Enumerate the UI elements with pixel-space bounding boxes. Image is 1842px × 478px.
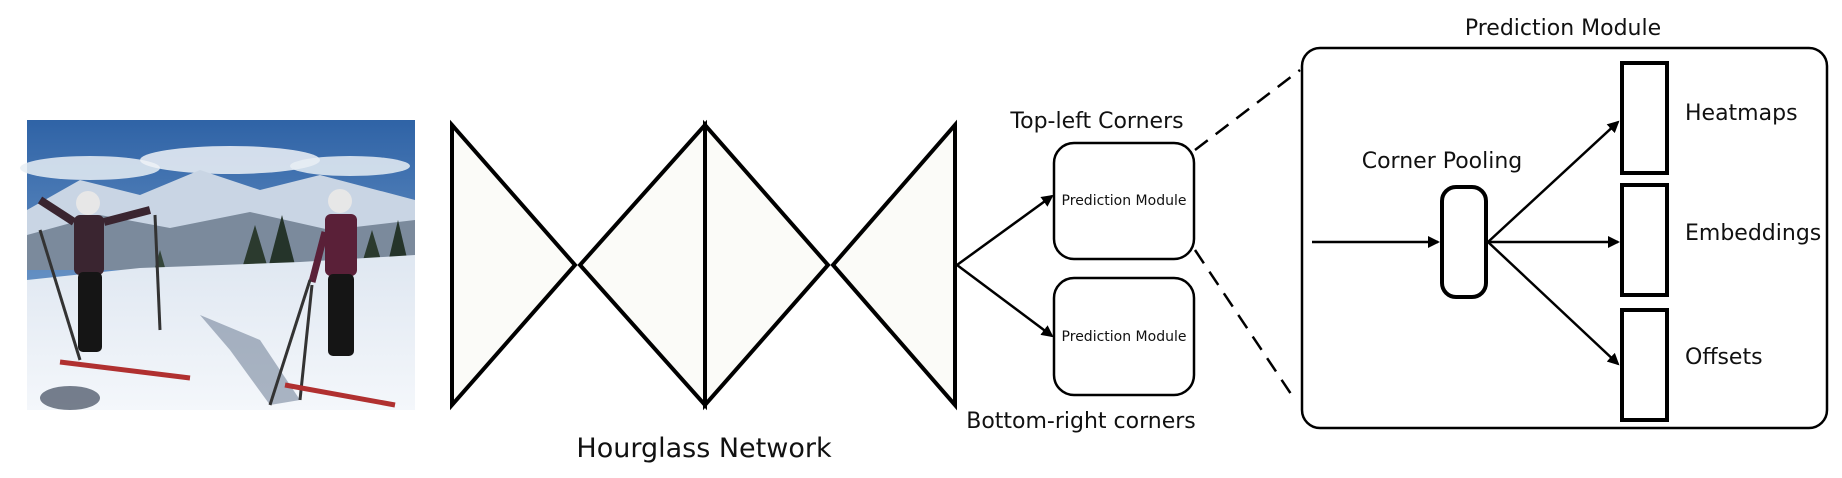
heatmaps-label: Heatmaps [1685, 101, 1798, 126]
heatmaps-block [1620, 61, 1669, 175]
hourglass-triangle-3 [703, 119, 831, 411]
offsets-label: Offsets [1685, 345, 1763, 370]
detail-module-title: Prediction Module [1465, 16, 1661, 41]
corner-pooling-label: Corner Pooling [1362, 149, 1523, 174]
embeddings-label: Embeddings [1685, 221, 1821, 246]
hourglass-triangle-2 [577, 119, 707, 411]
bottom-prediction-module-box [1052, 276, 1196, 397]
zoom-line-top [1194, 69, 1301, 151]
arrow-to-heatmaps [1487, 120, 1620, 243]
hourglass-network-label: Hourglass Network [576, 433, 832, 464]
embeddings-block [1620, 183, 1669, 297]
hourglass-triangle-1 [450, 119, 578, 411]
arrow-to-bottom-module [956, 263, 1054, 338]
hourglass-network-shape [450, 119, 957, 411]
corner-pooling-block [1440, 185, 1488, 299]
top-prediction-module-label: Prediction Module [1062, 193, 1187, 209]
arrow-to-top-module [956, 194, 1054, 267]
top-prediction-module-box [1052, 141, 1196, 261]
zoom-line-bottom [1193, 249, 1297, 401]
ski-photo-image [20, 120, 415, 410]
top-left-corners-label: Top-left Corners [1009, 109, 1183, 134]
bottom-right-corners-label: Bottom-right corners [966, 409, 1196, 434]
offsets-block [1620, 308, 1669, 422]
detail-module-box [1300, 46, 1829, 430]
hourglass-triangle-4 [830, 119, 957, 411]
bottom-prediction-module-label: Prediction Module [1062, 329, 1187, 345]
arrow-to-offsets [1487, 241, 1620, 366]
